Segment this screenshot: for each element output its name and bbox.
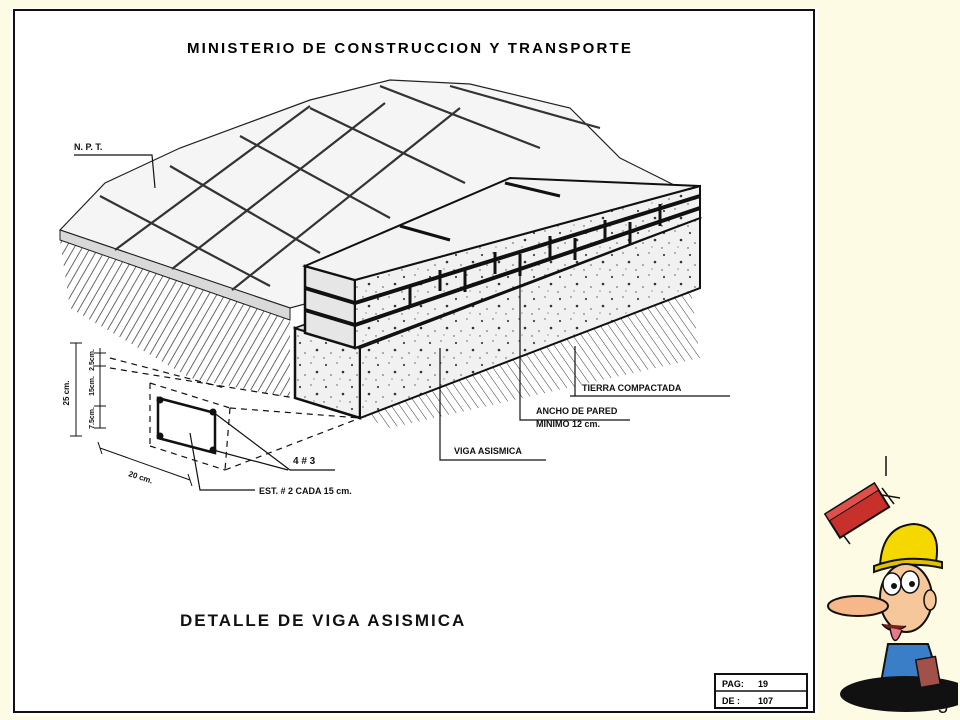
stirrup-label: EST. # 2 CADA 15 cm.	[259, 486, 352, 496]
worker-cartoon	[823, 456, 958, 712]
slide-page-number: 5	[937, 697, 948, 717]
rebar-label: 4 # 3	[293, 456, 316, 467]
dim-25cm: 25 cm.	[62, 381, 71, 406]
dim-7-5cm: 7.5cm.	[89, 407, 96, 429]
tierra-compactada-label: TIERRA COMPACTADA	[582, 383, 682, 393]
de-label: DE :	[722, 696, 740, 706]
drawing-sheet: MINISTERIO DE CONSTRUCCION Y TRANSPORTE	[10, 8, 818, 716]
de-value: 107	[758, 696, 773, 706]
brick-wall	[302, 176, 701, 350]
hard-hat-icon	[873, 522, 943, 574]
dim-2-5cm: 2.5cm.	[89, 349, 96, 371]
viga-asismica-label: VIGA ASISMICA	[454, 446, 522, 456]
leader-lines	[74, 154, 730, 491]
dim-15cm: 15cm.	[89, 376, 96, 396]
pag-label: PAG:	[722, 679, 744, 689]
section-reinforcement	[156, 396, 217, 455]
pag-value: 19	[758, 679, 768, 689]
falling-brick-icon	[823, 481, 891, 540]
sheet-frame	[13, 9, 815, 713]
soil-under-slab	[60, 240, 290, 398]
seismic-beam-drawing: MINISTERIO DE CONSTRUCCION Y TRANSPORTE	[13, 9, 815, 713]
section-projection	[109, 357, 361, 471]
ancho-pared-label: ANCHO DE PARED	[536, 406, 618, 416]
dimension-lines	[70, 342, 193, 487]
slab-edge	[59, 229, 291, 321]
drawing-title: DETALLE DE VIGA ASISMICA	[180, 611, 466, 630]
ancho-minimo-label: MINIMO 12 cm.	[536, 419, 600, 429]
title-block: PAG: 19 DE : 107	[714, 673, 808, 709]
dim-20cm: 20 cm.	[127, 469, 153, 485]
npt-label: N. P. T.	[74, 142, 102, 152]
floor-tiles	[99, 84, 601, 291]
ministry-title: MINISTERIO DE CONSTRUCCION Y TRANSPORTE	[187, 40, 633, 57]
